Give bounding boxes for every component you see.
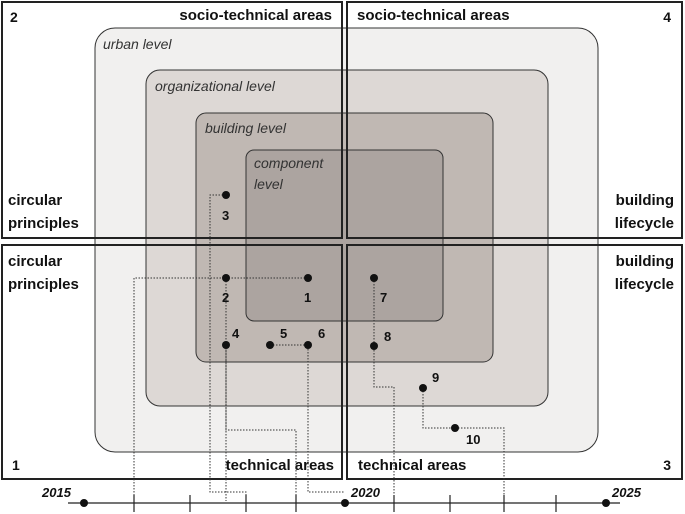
timeline-year-2015: 2015 — [41, 485, 72, 500]
point-6-marker — [304, 341, 312, 349]
timeline-year-2025: 2025 — [611, 485, 642, 500]
point-1-label: 1 — [304, 290, 311, 305]
quadrant-3-frame — [346, 244, 683, 480]
quadrant-2-frame — [1, 1, 343, 239]
organizational-level-label: organizational level — [155, 78, 276, 94]
connector-point-5-6 — [270, 344, 345, 493]
point-7-marker — [370, 274, 378, 282]
point-6-label: 6 — [318, 326, 325, 341]
quadrant-2-top-label: socio-technical areas — [179, 7, 332, 24]
quadrant-1-bottom-label: technical areas — [226, 457, 334, 474]
point-3-label: 3 — [222, 208, 229, 223]
quadrant-2-side-label-line2: principles — [8, 215, 79, 232]
connector-point-7-8 — [373, 278, 395, 501]
point-8-marker — [370, 342, 378, 350]
quadrant-3-number: 3 — [663, 457, 671, 473]
quadrant-4-number: 4 — [663, 9, 671, 25]
quadrant-3-side-label-line1: building — [616, 253, 674, 270]
quadrant-1-frame — [1, 244, 343, 480]
point-9-label: 9 — [432, 370, 439, 385]
quadrant-1-number: 1 — [12, 457, 20, 473]
connector-point-9 — [422, 388, 455, 429]
point-2-marker — [222, 274, 230, 282]
point-5-label: 5 — [280, 326, 287, 341]
point-4-marker — [222, 341, 230, 349]
timeline-ticks — [133, 495, 557, 512]
point-10-label: 10 — [466, 432, 480, 447]
timeline-marker-2015 — [80, 499, 88, 507]
timeline-year-2020: 2020 — [350, 485, 381, 500]
timeline-marker-2025 — [602, 499, 610, 507]
quadrant-4-top-label: socio-technical areas — [357, 7, 510, 24]
quadrant-4-frame — [346, 1, 683, 239]
quadrant-1-side-label-line2: principles — [8, 276, 79, 293]
quadrant-4-side-label-line2: lifecycle — [615, 215, 674, 232]
connector-point-1 — [133, 277, 308, 501]
component-level-label-line2: level — [254, 176, 284, 192]
point-4-label: 4 — [232, 326, 240, 341]
point-5-marker — [266, 341, 274, 349]
building-level-label: building level — [205, 120, 287, 136]
connector-point-4 — [225, 345, 297, 501]
quadrant-1-side-label-line1: circular — [8, 253, 62, 270]
point-2-label: 2 — [222, 290, 229, 305]
quadrant-4-side-label-line1: building — [616, 192, 674, 209]
point-3-marker — [222, 191, 230, 199]
point-7-label: 7 — [380, 290, 387, 305]
quadrant-3-bottom-label: technical areas — [358, 457, 466, 474]
quadrant-3-side-label-line2: lifecycle — [615, 276, 674, 293]
point-1-marker — [304, 274, 312, 282]
point-10-marker — [451, 424, 459, 432]
timeline-marker-2020 — [341, 499, 349, 507]
urban-level-label: urban level — [103, 36, 172, 52]
quadrant-2-side-label-line1: circular — [8, 192, 62, 209]
connector-point-10 — [455, 427, 505, 501]
point-8-label: 8 — [384, 329, 391, 344]
quadrant-2-number: 2 — [10, 9, 18, 25]
point-9-marker — [419, 384, 427, 392]
component-level-label-line1: component — [254, 155, 324, 171]
